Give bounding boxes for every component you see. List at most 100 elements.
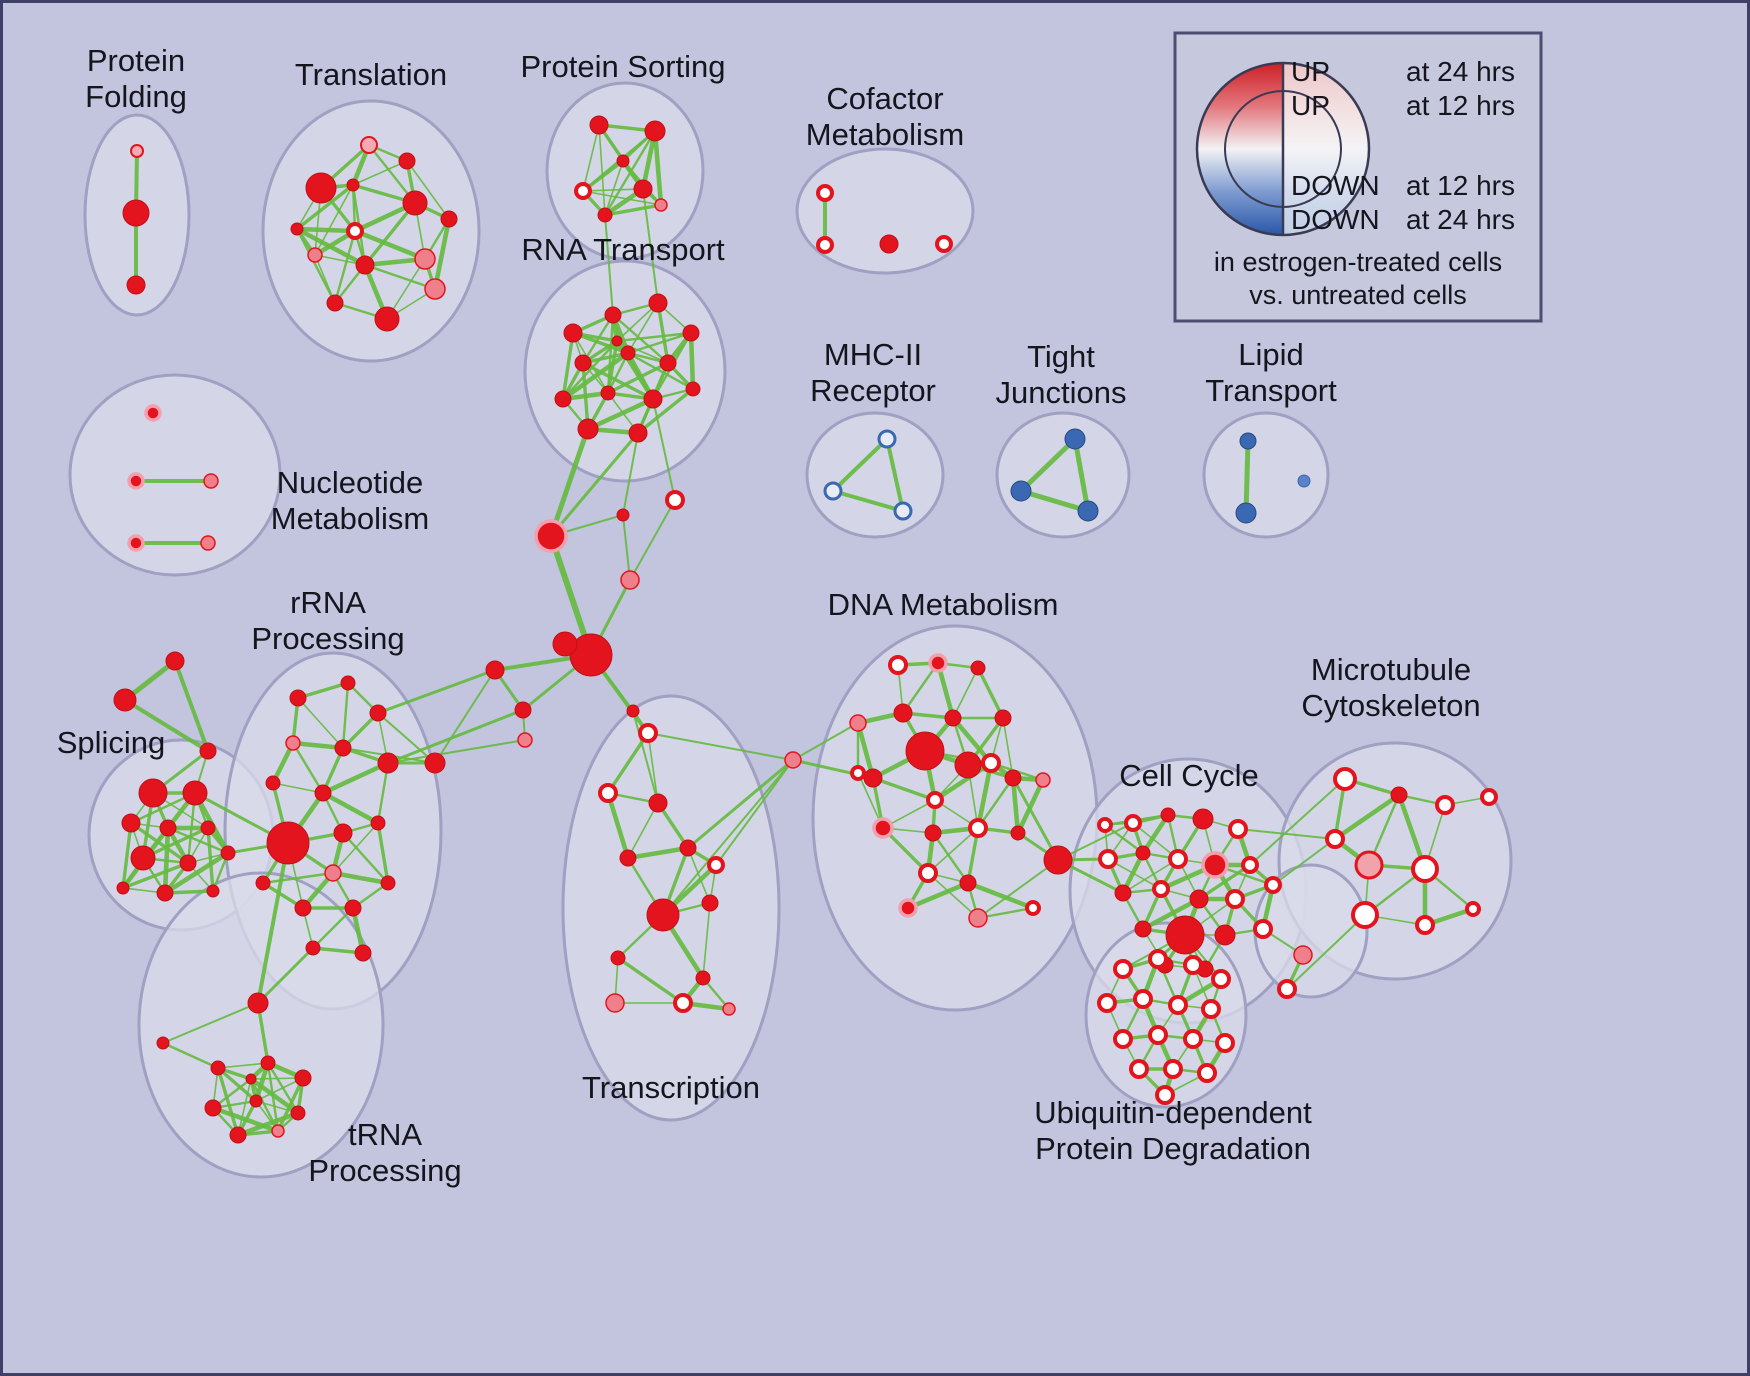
gene-node-redHalo <box>127 534 145 552</box>
edge <box>831 437 889 493</box>
gene-node-red <box>255 875 271 891</box>
gene-node-open <box>850 765 866 781</box>
gene-node-red <box>182 780 208 806</box>
edge <box>1015 777 1046 836</box>
edge <box>173 659 210 753</box>
edge <box>976 776 1015 830</box>
edge <box>1072 436 1091 514</box>
edge <box>585 396 656 432</box>
gene-node-red <box>589 115 609 135</box>
gene-node-red <box>485 660 505 680</box>
gene-node-red <box>402 190 428 216</box>
gene-node-pink <box>968 908 988 928</box>
gene-node-pink <box>285 735 301 751</box>
edge <box>295 183 355 231</box>
edge <box>629 499 676 581</box>
edge <box>249 1077 280 1133</box>
gene-node-red <box>116 881 130 895</box>
gene-node-pink <box>620 570 640 590</box>
edge <box>294 226 368 268</box>
gene-node-open <box>1168 995 1188 1015</box>
gene-node-open <box>1197 1063 1217 1083</box>
edge <box>792 722 859 761</box>
gene-node-red <box>1192 808 1214 830</box>
gene-node-red <box>326 294 344 312</box>
gene-node-red <box>628 423 648 443</box>
gene-node-open <box>1168 849 1188 869</box>
gene-node-red <box>994 709 1012 727</box>
gene-node-blue <box>1077 500 1099 522</box>
cluster-label-splicing: Splicing <box>57 725 166 760</box>
gene-node-red <box>122 199 150 227</box>
gene-node-open <box>1113 1029 1133 1049</box>
edge <box>606 731 650 795</box>
cluster-label-tight-junctions: Junctions <box>996 375 1127 410</box>
gene-node-open <box>598 783 618 803</box>
edge <box>702 902 711 979</box>
cluster-ellipse-tight-junctions <box>995 411 1131 539</box>
edge <box>626 351 695 391</box>
gene-nodes <box>113 115 1498 1144</box>
legend-row-time: at 24 hrs <box>1406 56 1515 87</box>
gene-node-red <box>616 508 630 522</box>
gene-node-red <box>1010 825 1026 841</box>
gene-node-open <box>1129 1059 1149 1079</box>
gene-node-red <box>954 751 982 779</box>
gene-node-redHalo <box>144 404 162 422</box>
edge <box>931 831 970 885</box>
gene-node-pink <box>784 751 802 769</box>
gene-node-red <box>682 324 700 342</box>
edge <box>256 841 290 1005</box>
gene-node-pinkRing <box>360 136 378 154</box>
gene-node-pink <box>414 248 436 270</box>
gene-node-red <box>685 381 701 397</box>
gene-node-open <box>346 222 364 240</box>
cluster-ellipse-nucleotide-metabolism <box>68 373 282 577</box>
edge <box>855 720 876 781</box>
edge <box>598 124 606 216</box>
edge <box>615 331 693 343</box>
gene-node-blue <box>1010 480 1032 502</box>
gene-node-red <box>159 819 177 837</box>
edge <box>1272 838 1336 886</box>
gene-node-red <box>113 688 137 712</box>
edge <box>363 263 437 291</box>
gene-node-red <box>289 689 307 707</box>
gene-node-red <box>265 775 281 791</box>
gene-node-pink <box>1035 772 1051 788</box>
gene-node-red <box>620 345 636 361</box>
edge <box>976 666 1005 720</box>
gene-node-red <box>206 884 220 898</box>
gene-node-red <box>179 854 197 872</box>
gene-node-red <box>597 207 613 223</box>
edge <box>604 214 614 316</box>
edge <box>1249 778 1346 866</box>
gene-node-pink <box>271 1124 285 1138</box>
edge <box>166 826 230 855</box>
edge <box>1197 863 1252 901</box>
gene-node-red <box>604 306 622 324</box>
edge <box>632 710 659 804</box>
cluster-ellipses <box>68 81 1513 1179</box>
gene-node-red <box>648 793 668 813</box>
cluster-label-rrna-processing: rRNA <box>290 585 366 620</box>
edge <box>162 1002 259 1044</box>
edge <box>652 398 676 501</box>
gene-node-open <box>935 235 953 253</box>
edge <box>636 387 695 435</box>
edge <box>975 760 994 831</box>
gene-node-open <box>1480 788 1498 806</box>
cluster-label-protein-sorting: Protein Sorting <box>520 49 725 84</box>
gene-node-open <box>1124 814 1142 832</box>
gene-node-blue <box>1064 428 1086 450</box>
legend-footer-line: vs. untreated cells <box>1249 280 1467 310</box>
edge <box>622 432 639 516</box>
gene-node-red <box>199 742 217 760</box>
cluster-label-cofactor-metabolism: Metabolism <box>806 117 965 152</box>
gene-node-open <box>1133 989 1153 1009</box>
gene-node-red <box>616 154 630 168</box>
edge <box>320 760 391 796</box>
edge <box>161 1041 220 1070</box>
edge <box>622 514 631 581</box>
